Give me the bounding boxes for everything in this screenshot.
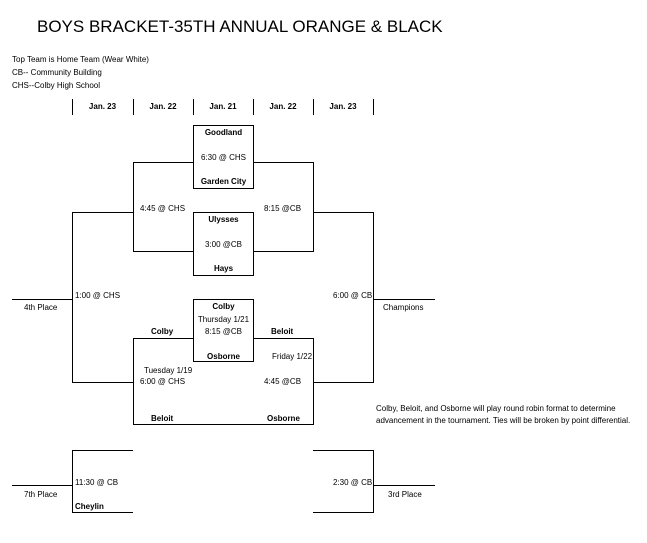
- semi-left-time: 4:45 @ CHS: [140, 204, 186, 213]
- bracket-line: [72, 450, 73, 513]
- game2-bottom-team: Hays: [213, 264, 234, 273]
- bracket-line: [193, 275, 254, 276]
- game1-bottom-team: Garden City: [200, 177, 247, 186]
- bracket-line: [253, 162, 314, 163]
- bracket-line: [133, 424, 314, 425]
- bracket-line: [373, 485, 435, 486]
- bracket-line: [253, 251, 314, 252]
- round-robin-note-line: Colby, Beloit, and Osborne will play rou…: [376, 404, 616, 413]
- game2-time: 3:00 @CB: [204, 240, 243, 249]
- game2-top-team: Ulysses: [208, 215, 239, 224]
- bracket-line: [373, 450, 374, 513]
- date-col-3: Jan. 21: [209, 102, 237, 111]
- game1-time: 6:30 @ CHS: [200, 153, 247, 162]
- bracket-line: [133, 338, 194, 339]
- bracket-line: [12, 485, 73, 486]
- bracket-line: [193, 212, 254, 213]
- bracket-line: [133, 162, 134, 252]
- bracket-line: [193, 188, 254, 189]
- rr-right-bottom-team: Osborne: [267, 414, 300, 423]
- fourth-place-label: 4th Place: [24, 303, 58, 312]
- bracket-line: [313, 338, 314, 425]
- date-divider: [133, 99, 134, 115]
- champions-label: Champions: [383, 303, 424, 312]
- bracket-line: [373, 212, 374, 383]
- note-home-team: Top Team is Home Team (Wear White): [12, 55, 149, 64]
- third-place-time: 2:30 @ CB: [333, 478, 373, 487]
- bracket-line: [313, 450, 374, 451]
- rr-right-day: Friday 1/22: [272, 352, 313, 361]
- semi-right-time: 8:15 @CB: [264, 204, 302, 213]
- bracket-line: [193, 299, 194, 362]
- bracket-line: [313, 212, 374, 213]
- rr-center-bottom-team: Osborne: [207, 352, 240, 361]
- note-cb: CB-- Community Building: [12, 68, 102, 77]
- rr-center-time: 8:15 @CB: [204, 327, 243, 336]
- bracket-line: [193, 361, 254, 362]
- rr-center-day: Thursday 1/21: [197, 315, 250, 324]
- seventh-place-time: 11:30 @ CB: [75, 478, 119, 487]
- bracket-line: [253, 299, 254, 362]
- round-robin-note-line: advancement in the tournament. Ties will…: [376, 416, 631, 425]
- bracket-line: [193, 212, 194, 276]
- rr-center-top-team: Colby: [212, 302, 235, 311]
- date-col-1: Jan. 23: [88, 102, 117, 111]
- bracket-line: [253, 212, 254, 276]
- round-robin-note: Colby, Beloit, and Osborne will play rou…: [376, 403, 630, 427]
- champions-time: 6:00 @ CB: [333, 291, 373, 300]
- bracket-line: [72, 212, 73, 383]
- date-col-5: Jan. 23: [329, 102, 357, 111]
- date-divider: [72, 99, 73, 115]
- rr-right-top-team: Beloit: [271, 327, 294, 336]
- third-place-label: 3rd Place: [388, 490, 422, 499]
- bracket-line: [193, 125, 254, 126]
- rr-right-time: 4:45 @CB: [264, 377, 302, 386]
- bracket-line: [313, 512, 374, 513]
- bracket-line: [133, 162, 194, 163]
- game1-top-team: Goodland: [204, 128, 243, 137]
- bracket-line: [72, 382, 134, 383]
- rr-left-bottom-team: Beloit: [151, 414, 174, 423]
- bracket-line: [133, 338, 134, 425]
- rr-left-top-team: Colby: [151, 327, 174, 336]
- bracket-line: [313, 162, 314, 252]
- bracket-line: [72, 212, 134, 213]
- rr-left-time: 6:00 @ CHS: [140, 377, 186, 386]
- bracket-line: [133, 251, 194, 252]
- note-chs: CHS--Colby High School: [12, 81, 101, 90]
- date-divider: [373, 99, 374, 115]
- seventh-place-team: Cheylin: [75, 502, 104, 511]
- date-divider: [313, 99, 314, 115]
- bracket-line: [72, 450, 133, 451]
- bracket-line: [12, 299, 73, 300]
- date-divider: [253, 99, 254, 115]
- date-col-2: Jan. 22: [149, 102, 177, 111]
- fourth-place-time: 1:00 @ CHS: [75, 291, 121, 300]
- date-col-4: Jan. 22: [269, 102, 297, 111]
- bracket-line: [193, 299, 254, 300]
- rr-left-day: Tuesday 1/19: [144, 366, 193, 375]
- bracket-line: [72, 512, 133, 513]
- bracket-line: [253, 338, 314, 339]
- page-title: BOYS BRACKET-35TH ANNUAL ORANGE & BLACK: [37, 17, 443, 36]
- bracket-line: [253, 125, 254, 189]
- bracket-line: [193, 125, 194, 189]
- seventh-place-label: 7th Place: [24, 490, 58, 499]
- date-divider: [193, 99, 194, 115]
- bracket-line: [373, 299, 435, 300]
- bracket-line: [313, 382, 374, 383]
